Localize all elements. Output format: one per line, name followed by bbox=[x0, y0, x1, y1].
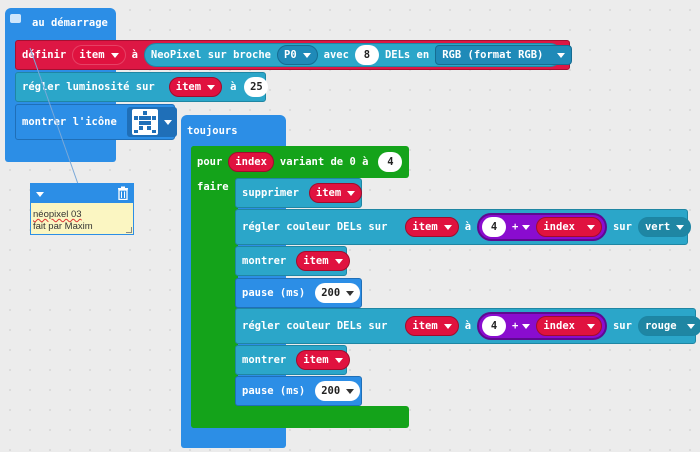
brightness-label: régler luminosité sur bbox=[22, 81, 155, 93]
chevron-down-icon bbox=[346, 290, 355, 296]
chevron-down-icon bbox=[110, 52, 119, 58]
with-label: avec bbox=[323, 49, 349, 61]
variable-dropdown-item[interactable]: item bbox=[72, 45, 126, 65]
comment-header bbox=[31, 184, 133, 203]
index-variable-dropdown[interactable]: index bbox=[536, 217, 602, 237]
leds-label: DELs en bbox=[384, 49, 430, 61]
operator-dropdown[interactable]: + bbox=[512, 320, 531, 332]
chevron-down-icon bbox=[586, 224, 595, 230]
chevron-down-icon bbox=[586, 323, 595, 329]
show-label: montrer bbox=[242, 354, 287, 366]
loop-variable-index[interactable]: index bbox=[228, 152, 274, 172]
set-color-label: régler couleur DELs sur bbox=[242, 221, 388, 233]
to-label: à bbox=[230, 81, 237, 93]
loop-max-input[interactable]: 4 bbox=[378, 152, 403, 172]
variable-dropdown-item[interactable]: item bbox=[296, 251, 350, 271]
pause-block[interactable]: pause (ms) 200 bbox=[235, 278, 362, 308]
show-strip-block[interactable]: montrer item bbox=[235, 345, 350, 375]
chevron-down-icon[interactable] bbox=[36, 192, 44, 197]
variable-dropdown-item[interactable]: item bbox=[168, 77, 223, 97]
led-count-input[interactable]: 8 bbox=[354, 45, 379, 65]
on-label: sur bbox=[612, 320, 632, 332]
pause-label: pause (ms) bbox=[242, 385, 306, 397]
comment-box[interactable]: néopixel 03 fait par Maxim bbox=[30, 183, 134, 235]
variable-dropdown-item[interactable]: item bbox=[405, 217, 459, 237]
chevron-down-icon bbox=[302, 52, 311, 58]
trash-icon[interactable] bbox=[117, 186, 129, 200]
pause-duration-dropdown[interactable]: 200 bbox=[315, 283, 361, 303]
clear-strip-block[interactable]: supprimer item bbox=[235, 178, 363, 208]
chevron-down-icon bbox=[676, 224, 685, 230]
addend-input[interactable]: 4 bbox=[482, 217, 507, 237]
pause-duration-dropdown[interactable]: 200 bbox=[315, 381, 361, 401]
show-icon-label: montrer l'icône bbox=[22, 116, 117, 128]
clear-label: supprimer bbox=[242, 187, 299, 199]
addition-block[interactable]: 4 + index bbox=[477, 213, 607, 241]
chevron-down-icon bbox=[334, 357, 343, 363]
chevron-down-icon bbox=[522, 324, 531, 329]
show-label: montrer bbox=[242, 255, 287, 267]
brightness-value-input[interactable]: 25 bbox=[244, 77, 269, 97]
set-variable-block[interactable]: définir item à NeoPixel sur broche P0 av… bbox=[15, 40, 573, 70]
for-label: pour bbox=[197, 156, 223, 168]
variable-dropdown-item[interactable]: item bbox=[296, 350, 350, 370]
variable-dropdown-item[interactable]: item bbox=[405, 316, 459, 336]
color-dropdown[interactable]: rouge bbox=[637, 316, 700, 336]
on-start-label: au démarrage bbox=[32, 17, 108, 29]
addition-block[interactable]: 4 + index bbox=[477, 312, 607, 340]
set-pixel-color-block-green[interactable]: régler couleur DELs sur item à 4 + index… bbox=[235, 209, 692, 245]
comment-icon[interactable] bbox=[10, 14, 21, 23]
chevron-down-icon bbox=[334, 258, 343, 264]
pause-block[interactable]: pause (ms) 200 bbox=[235, 376, 362, 406]
neopixel-create-block[interactable]: NeoPixel sur broche P0 avec 8 DELs en RG… bbox=[143, 43, 573, 67]
to-label: à bbox=[464, 320, 472, 332]
color-dropdown[interactable]: vert bbox=[637, 217, 692, 237]
pin-dropdown[interactable]: P0 bbox=[277, 45, 318, 65]
set-color-label: régler couleur DELs sur bbox=[242, 320, 388, 332]
on-label: sur bbox=[612, 221, 632, 233]
to-label: à bbox=[464, 221, 472, 233]
chevron-down-icon bbox=[207, 84, 216, 90]
mode-dropdown[interactable]: RGB (format RGB) bbox=[435, 45, 573, 65]
variable-dropdown-item[interactable]: item bbox=[308, 183, 363, 203]
chevron-down-icon bbox=[347, 190, 356, 196]
comment-text-line1: néopixel 03 bbox=[33, 209, 82, 220]
pause-label: pause (ms) bbox=[242, 287, 306, 299]
chevron-down-icon bbox=[686, 323, 695, 329]
do-label: faire bbox=[197, 181, 229, 193]
chevron-down-icon bbox=[346, 388, 355, 394]
show-strip-block[interactable]: montrer item bbox=[235, 246, 350, 276]
set-label: définir bbox=[22, 49, 67, 61]
neopixel-pin-label: NeoPixel sur broche bbox=[150, 49, 271, 61]
chevron-down-icon bbox=[522, 225, 531, 230]
range-label: variant de 0 à bbox=[279, 156, 369, 168]
resize-handle[interactable] bbox=[126, 227, 132, 233]
show-icon-block[interactable]: montrer l'icône bbox=[15, 104, 177, 140]
operator-dropdown[interactable]: + bbox=[512, 221, 531, 233]
for-loop-header[interactable]: pour index variant de 0 à 4 bbox=[191, 146, 409, 178]
icon-grid-preview bbox=[131, 109, 158, 135]
comment-text-line2: fait par Maxim bbox=[33, 221, 93, 232]
addend-input[interactable]: 4 bbox=[482, 316, 507, 336]
chevron-down-icon bbox=[163, 119, 172, 125]
for-loop-block[interactable] bbox=[191, 146, 238, 428]
for-loop-footer bbox=[191, 406, 409, 428]
chevron-down-icon bbox=[443, 323, 452, 329]
to-label: à bbox=[131, 49, 138, 61]
index-variable-dropdown[interactable]: index bbox=[536, 316, 602, 336]
set-brightness-block[interactable]: régler luminosité sur item à 25 bbox=[15, 72, 269, 102]
icon-picker[interactable] bbox=[126, 107, 177, 137]
chevron-down-icon bbox=[443, 224, 452, 230]
set-pixel-color-block-red[interactable]: régler couleur DELs sur item à 4 + index… bbox=[235, 308, 700, 344]
chevron-down-icon bbox=[557, 52, 566, 58]
forever-label: toujours bbox=[187, 125, 238, 137]
